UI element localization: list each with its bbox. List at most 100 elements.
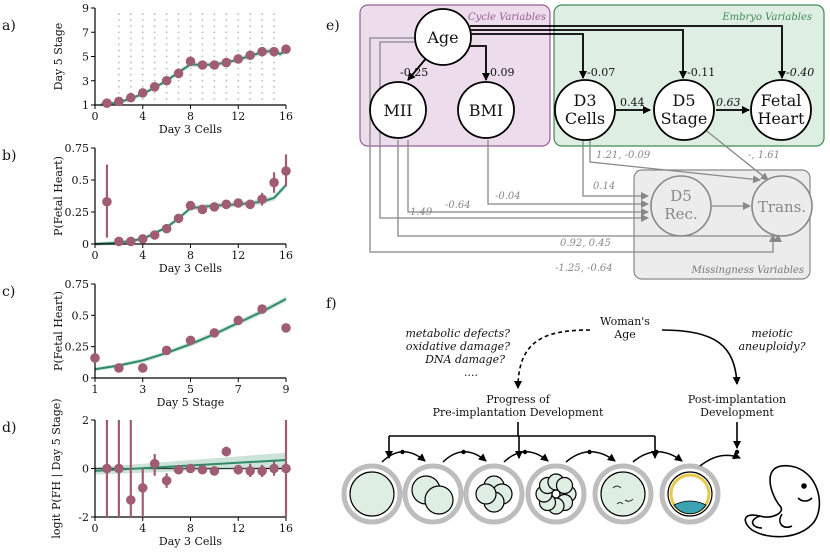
coef-age-bmi: 0.09 (490, 66, 515, 79)
grid-dot (237, 67, 240, 70)
coef-age-mii: -0.25 (400, 66, 428, 79)
grid-dot (189, 67, 192, 70)
grid-dot (141, 37, 144, 40)
data-point (245, 50, 255, 61)
grid-dot (201, 73, 204, 76)
data-point (281, 166, 291, 176)
edge-d3-trans (589, 140, 761, 184)
grid-dot (165, 19, 168, 22)
grid-dot (153, 49, 156, 52)
grid-dot (261, 91, 264, 94)
grid-dot (141, 85, 144, 88)
data-point (90, 353, 100, 363)
grid-dot (189, 31, 192, 34)
coef-d3-trans: 1.21, -0.09 (596, 150, 651, 161)
grid-dot (249, 98, 252, 100)
grid-dot (177, 31, 180, 34)
edge-mii-rec (407, 140, 649, 216)
grid-dot (141, 19, 144, 22)
svg-text:Rec.: Rec. (664, 205, 697, 223)
grid-dot (237, 49, 240, 52)
panel-label-a: a) (2, 18, 16, 34)
grid-dot (249, 43, 252, 46)
y-tick-label: 2 (82, 414, 89, 427)
grid-dot (165, 55, 168, 58)
arrow-post (661, 329, 741, 385)
edge-age-fh (470, 25, 786, 79)
grid-dot (177, 85, 180, 88)
grid-dot (117, 61, 120, 64)
data-point (209, 466, 220, 476)
coef-d3-rec: 0.14 (593, 181, 615, 192)
grid-dot (249, 67, 252, 70)
grid-dot (273, 98, 275, 100)
grid-dot (189, 43, 192, 46)
data-point (245, 199, 255, 210)
pre-dev-label: Progress of (486, 393, 551, 406)
pre-hypotheses: metabolic defects? oxidative damage? DNA… (405, 327, 510, 379)
cell (349, 471, 395, 517)
embryo-stage-4 (525, 449, 616, 525)
grid-dot (141, 49, 144, 52)
data-point (197, 204, 208, 215)
grid-dot (129, 55, 132, 58)
grid-dot (225, 49, 228, 52)
grid-dot (177, 98, 180, 100)
cell (551, 489, 561, 499)
x-tick-label: 3 (139, 383, 146, 396)
grid-dot (273, 91, 275, 94)
grid-dot (117, 37, 120, 40)
data-point (126, 495, 136, 505)
grid-dot (237, 13, 240, 15)
y-tick-label: 0.5 (72, 309, 90, 322)
grid-dot (189, 13, 192, 15)
embryo-stage-5 (592, 449, 683, 525)
grid-dot (129, 19, 132, 22)
grid-dot (273, 19, 275, 22)
grid-dot (249, 25, 252, 28)
grid-dot (237, 91, 240, 94)
dashed-arrow-pre (514, 329, 591, 389)
grid-dot (129, 49, 132, 52)
grid-dot (177, 19, 180, 22)
x-tick-label: 12 (231, 522, 245, 535)
x-tick-label: 12 (231, 110, 245, 123)
grid-dot (177, 43, 180, 46)
coef-age-fh: -0.40 (786, 66, 814, 79)
grid-dot (129, 43, 132, 46)
grid-dot (261, 19, 264, 22)
grid-dot (225, 19, 228, 22)
grid-dot (237, 98, 240, 100)
data-point (137, 88, 148, 98)
post-node-dot (734, 449, 740, 455)
grid-dot (141, 43, 144, 46)
x-tick-label: 8 (187, 249, 194, 262)
grid-dot (153, 73, 156, 76)
womans-age-label: Woman's (600, 315, 650, 328)
data-point (269, 463, 279, 474)
data-point (114, 363, 124, 373)
node-bmi: BMI (457, 81, 515, 139)
grid-dot (165, 43, 168, 46)
svg-text:Cells: Cells (565, 109, 605, 128)
grid-dot (237, 43, 240, 46)
data-point (161, 345, 172, 356)
data-point (126, 236, 136, 247)
grid-dot (249, 61, 252, 64)
grid-dot (201, 91, 204, 94)
coef-d5-fh: 0.63 (716, 96, 741, 109)
grid-dot (117, 13, 120, 15)
grid-dot (153, 67, 156, 70)
edge-age-mii (407, 55, 429, 81)
data-point (161, 75, 172, 86)
grid-dot (249, 73, 252, 76)
grid-dot (165, 85, 168, 88)
grid-dot (213, 79, 216, 82)
edge-d3-rec (582, 140, 649, 200)
panel-label-c: c) (2, 284, 15, 300)
x-tick-label: 4 (139, 110, 146, 123)
grid-dot (129, 85, 132, 88)
embryo-stage-6 (659, 463, 721, 525)
y-tick-label: 3 (82, 75, 89, 88)
